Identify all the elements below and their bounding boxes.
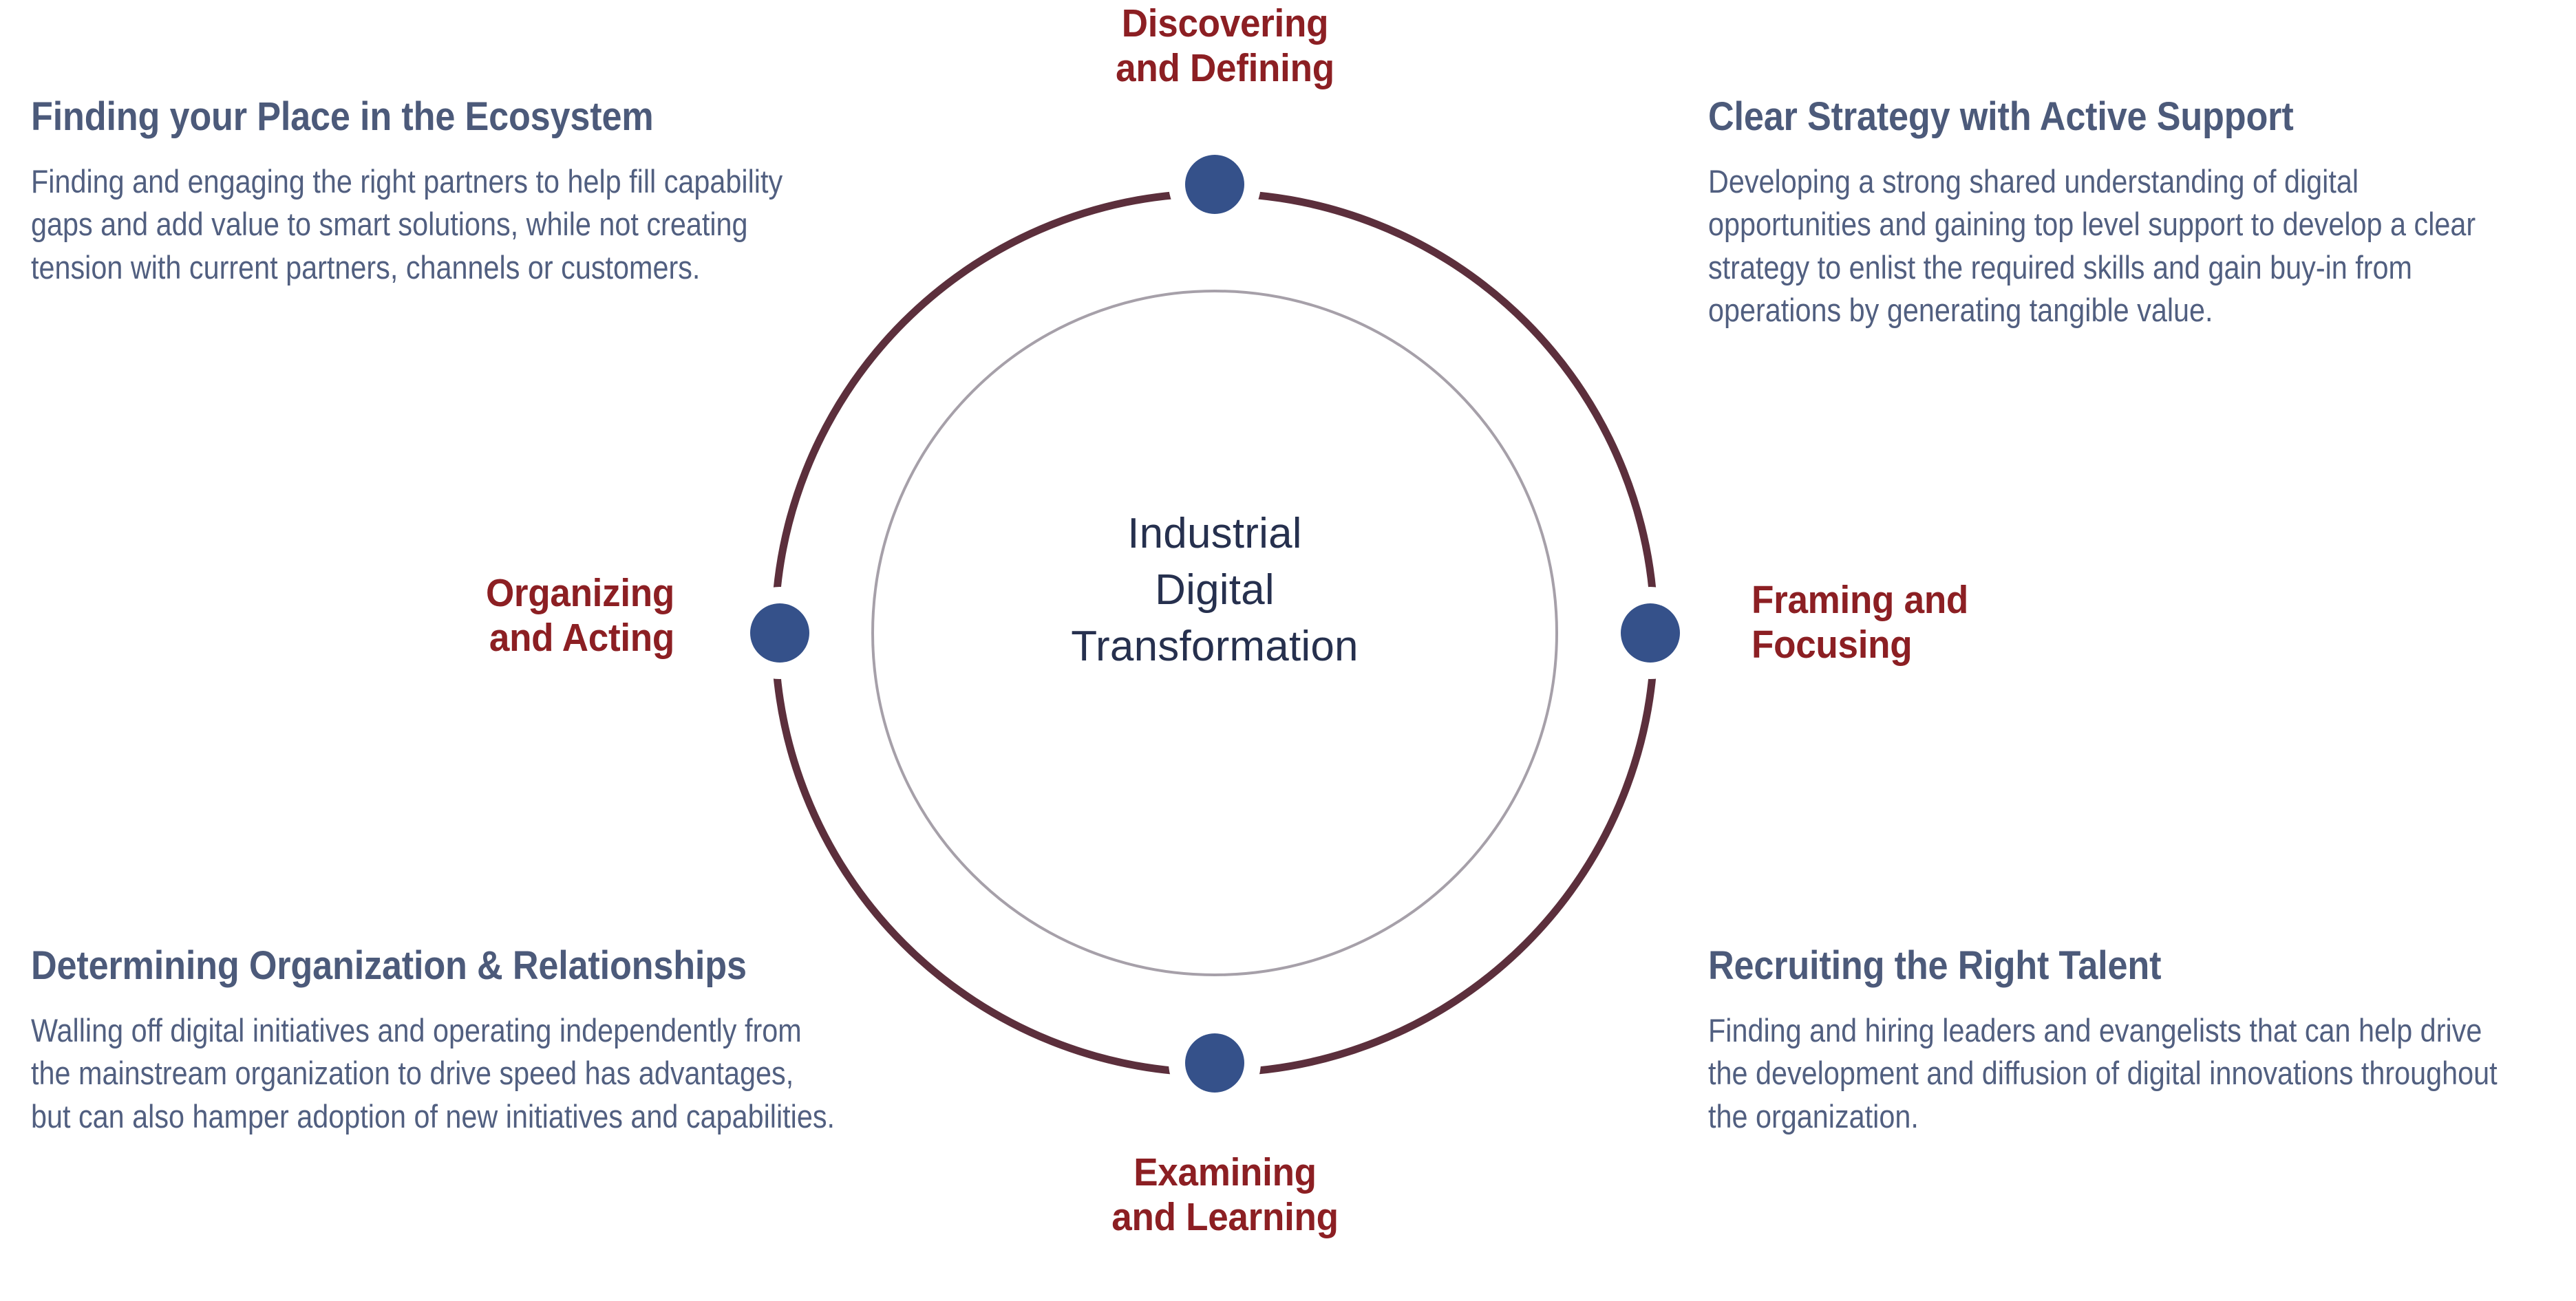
- node-label-examining-and-learning: Examining and Learning: [1074, 1150, 1375, 1240]
- node-label-line-2: and Learning: [1111, 1194, 1339, 1239]
- node-label-line-2: and Acting: [489, 615, 674, 660]
- description-block-top-right: Clear Strategy with Active Support Devel…: [1708, 94, 2520, 332]
- node-label-line-1: Framing and: [1752, 578, 1969, 622]
- center-label-line-3: Transformation: [1071, 622, 1359, 670]
- node-label-discovering-and-defining: Discovering and Defining: [1074, 1, 1375, 91]
- description-heading: Recruiting the Right Talent: [1708, 943, 2162, 988]
- description-block-bottom-left: Determining Organization & Relationships…: [31, 943, 843, 1138]
- description-block-top-left: Finding your Place in the Ecosystem Find…: [31, 94, 843, 289]
- description-heading: Clear Strategy with Active Support: [1708, 94, 2294, 139]
- node-marker-discovering-and-defining[interactable]: [1169, 138, 1261, 230]
- description-body: Finding and hiring leaders and evangelis…: [1708, 1011, 2498, 1135]
- node-dot-icon: [1185, 1033, 1244, 1093]
- node-marker-organizing-and-acting[interactable]: [734, 587, 826, 679]
- center-label-line-1: Industrial: [1127, 510, 1302, 557]
- node-dot-icon: [1621, 603, 1680, 663]
- description-body: Finding and engaging the right partners …: [31, 162, 783, 286]
- node-marker-examining-and-learning[interactable]: [1169, 1017, 1261, 1109]
- description-body: Developing a strong shared understanding…: [1708, 162, 2476, 329]
- node-label-organizing-and-acting: Organizing and Acting: [277, 571, 674, 660]
- node-label-line-1: Discovering: [1121, 1, 1329, 45]
- node-label-framing-and-focusing: Framing and Focusing: [1752, 578, 2149, 667]
- inner-core-circle: [871, 290, 1558, 976]
- node-dot-icon: [750, 603, 809, 663]
- node-label-line-1: Organizing: [485, 571, 674, 615]
- node-dot-icon: [1185, 155, 1244, 214]
- description-body: Walling off digital initiatives and oper…: [31, 1011, 835, 1135]
- node-marker-framing-and-focusing[interactable]: [1604, 587, 1696, 679]
- description-heading: Finding your Place in the Ecosystem: [31, 94, 654, 139]
- center-label: Industrial Digital Transformation: [1008, 506, 1421, 674]
- description-heading: Determining Organization & Relationships: [31, 943, 747, 988]
- description-block-bottom-right: Recruiting the Right Talent Finding and …: [1708, 943, 2520, 1138]
- center-label-line-2: Digital: [1155, 566, 1275, 614]
- node-label-line-1: Examining: [1133, 1150, 1317, 1194]
- node-label-line-2: Focusing: [1752, 622, 1913, 667]
- node-label-line-2: and Defining: [1116, 45, 1334, 90]
